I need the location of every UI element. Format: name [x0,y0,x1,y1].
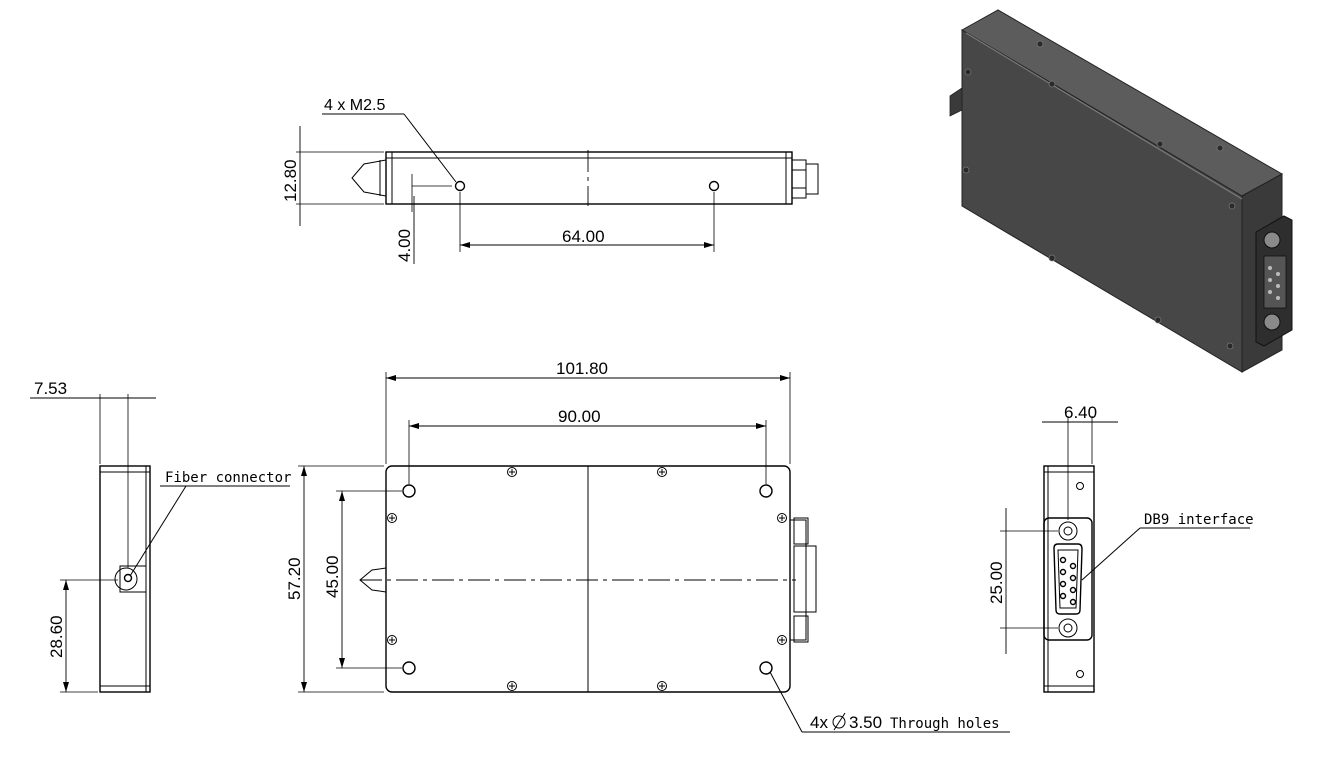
through-holes-prefix: 4x [810,713,828,732]
dim-db9-height: 25.00 [987,561,1006,604]
side-view: 12.80 4.00 64.00 4 x M2.5 [281,97,819,264]
dim-side-hole-spacing: 64.00 [562,227,605,246]
dim-side-hole-offset: 4.00 [395,229,414,262]
side-hole-right [708,180,720,192]
through-holes [402,484,773,675]
dim-hole-spacing-x: 90.00 [558,407,601,426]
dim-db9-offset: 6.40 [1064,403,1097,422]
through-holes-suffix: Through holes [890,716,1000,732]
dim-thickness: 7.53 [34,379,67,398]
dim-hole-spacing-y: 45.00 [323,555,342,598]
side-hole-left [454,180,466,192]
dim-fiber-height: 28.60 [47,615,66,658]
through-holes-diameter: 3.50 [849,713,882,732]
diameter-icon [832,712,846,731]
dim-overall-width: 57.20 [285,557,304,600]
plan-screws [387,467,787,691]
left-end-view: 7.53 28.60 Fiber connector [30,379,291,693]
db9-pins [1059,556,1077,606]
dim-side-height: 12.80 [281,159,300,202]
db9-interface-label: DB9 interface [1144,512,1254,528]
right-end-view: 6.40 25.00 DB9 interface [987,403,1254,693]
fiber-connector-label: Fiber connector [165,470,291,486]
plan-view: 101.80 90.00 57.20 45.00 4x 3.50 Through… [285,359,1010,733]
dim-overall-length: 101.80 [556,359,608,378]
thread-callout: 4 x M2.5 [324,97,385,114]
isometric-view [949,9,1293,373]
